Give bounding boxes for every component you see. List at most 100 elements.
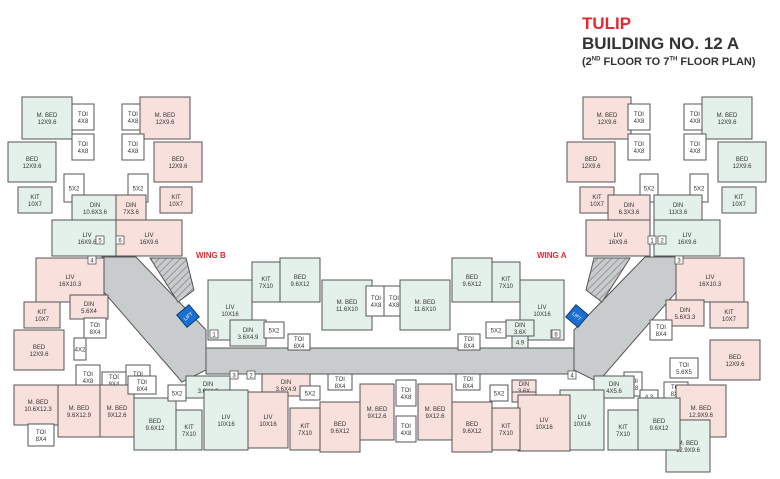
room-r62-size: 7X10	[499, 284, 514, 290]
room-r8-size: 16X9.6	[77, 240, 97, 246]
room-r82-name: BED	[653, 419, 666, 425]
room-r20-size: 12X9.6	[581, 164, 601, 170]
corridor-central	[205, 347, 575, 375]
room-r10-size: 12X9.6	[155, 120, 175, 126]
room-r81-name: KIT	[618, 425, 628, 431]
room-r2-outline	[71, 103, 95, 131]
room-r10-outline	[139, 96, 191, 140]
room-r78-size: 12.9X9.6	[689, 413, 714, 419]
lift-wing-b-box	[176, 304, 200, 328]
room-r85-outline	[489, 384, 509, 402]
room-r39-size: 4X8	[83, 379, 94, 385]
floor-range: (2ND FLOOR TO 7TH FLOOR PLAN)	[582, 56, 756, 68]
room-r62-name: KIT	[501, 277, 511, 283]
room-r93-size: 9X12.6	[367, 414, 387, 420]
room-r17-name: M. BED	[597, 113, 618, 119]
room-r46-size: 9.6X12	[145, 426, 165, 432]
room-r87-outline	[517, 394, 571, 452]
room-r96-name: DIN	[281, 380, 291, 386]
room-r60-size: 11.6X10	[414, 307, 437, 313]
room-r23-size: 6.3X3.6	[619, 210, 640, 216]
room-r91-name: TOI	[401, 388, 411, 394]
room-r44-size: 9.6X12.9	[67, 413, 92, 419]
room-r33-size: 16X10.3	[59, 282, 82, 288]
room-r13-name: 5X2	[133, 187, 144, 193]
room-r47-outline	[175, 409, 203, 451]
room-r66: 4.9	[511, 335, 529, 349]
room-r12-size: 12X9.6	[168, 164, 188, 170]
room-r33-name: LIV	[65, 275, 74, 281]
room-r55: 5X2	[263, 321, 285, 339]
room-r73-size: 5.6X5	[676, 370, 692, 376]
room-r4-size: 12X9.6	[22, 164, 42, 170]
room-r49: 5X2	[167, 384, 187, 402]
room-r85: 5X2	[489, 384, 509, 402]
room-r67-outline	[457, 333, 481, 351]
room-r88-name: KIT	[501, 424, 511, 430]
room-r66-name: 4.9	[516, 341, 525, 347]
room-r56-outline	[287, 333, 311, 351]
room-r32-size: 16X9.6	[677, 240, 697, 246]
room-r41-name: TOI	[133, 372, 143, 378]
room-r93-outline	[359, 383, 395, 441]
room-r86-size: 8X4	[463, 384, 474, 390]
room-r76-name: DIN	[609, 382, 619, 388]
room-r52-name: KIT	[261, 277, 271, 283]
room-r18-outline	[627, 103, 651, 131]
room-r49-name: 5X2	[172, 392, 183, 398]
room-r81-size: 7X10	[616, 432, 631, 438]
room-r90-size: 9X12.6	[425, 414, 445, 420]
flat-number-n5: 5	[95, 235, 105, 245]
room-r70-name: KIT	[724, 310, 734, 316]
room-r90-outline	[417, 383, 453, 441]
flat-number-n4: 4	[87, 255, 97, 265]
room-r43-outline	[27, 423, 55, 447]
wing-a-label: WING A	[537, 251, 567, 260]
room-r30-name: KIT	[734, 195, 744, 201]
flat-number-n9-text: 3	[677, 259, 681, 265]
room-r16-outline	[115, 219, 183, 257]
room-r43-size: 8X4	[36, 437, 47, 443]
room-r57-size: 11.6X10	[336, 307, 359, 313]
room-r94-name: BED	[334, 422, 347, 428]
room-r1-outline	[21, 96, 73, 140]
room-r89-name: BED	[466, 422, 479, 428]
room-r45-size: 9X12.6	[107, 413, 127, 419]
room-r11-name: TOI	[128, 142, 138, 148]
room-r54-size: 3.6X4.9	[238, 335, 259, 341]
flat-number-n10-box	[567, 370, 577, 380]
room-r18-size: 4X8	[634, 119, 645, 125]
floor-range-prefix: (2	[582, 56, 592, 68]
room-r66-outline	[511, 335, 529, 349]
room-r34-outline	[69, 294, 109, 320]
room-r4-name: BED	[26, 157, 39, 163]
room-r100-name: TOI	[137, 380, 147, 386]
room-r47-name: KIT	[184, 425, 194, 431]
room-r70-size: 10X7	[722, 317, 737, 323]
room-r93-name: M. BED	[367, 407, 388, 413]
room-r98-outline	[327, 373, 353, 391]
flat-number-n8: 2	[657, 235, 667, 245]
room-r64: 5X2	[485, 321, 507, 339]
building-name: BUILDING NO. 12 A	[582, 34, 740, 53]
room-r99-size: 10X16	[259, 422, 277, 428]
room-r60-outline	[399, 279, 451, 331]
flat-number-n12-box	[551, 329, 561, 339]
room-r80-name: LIV	[577, 415, 586, 421]
room-r55-outline	[263, 321, 285, 339]
room-r69-name: DIN	[680, 308, 690, 314]
